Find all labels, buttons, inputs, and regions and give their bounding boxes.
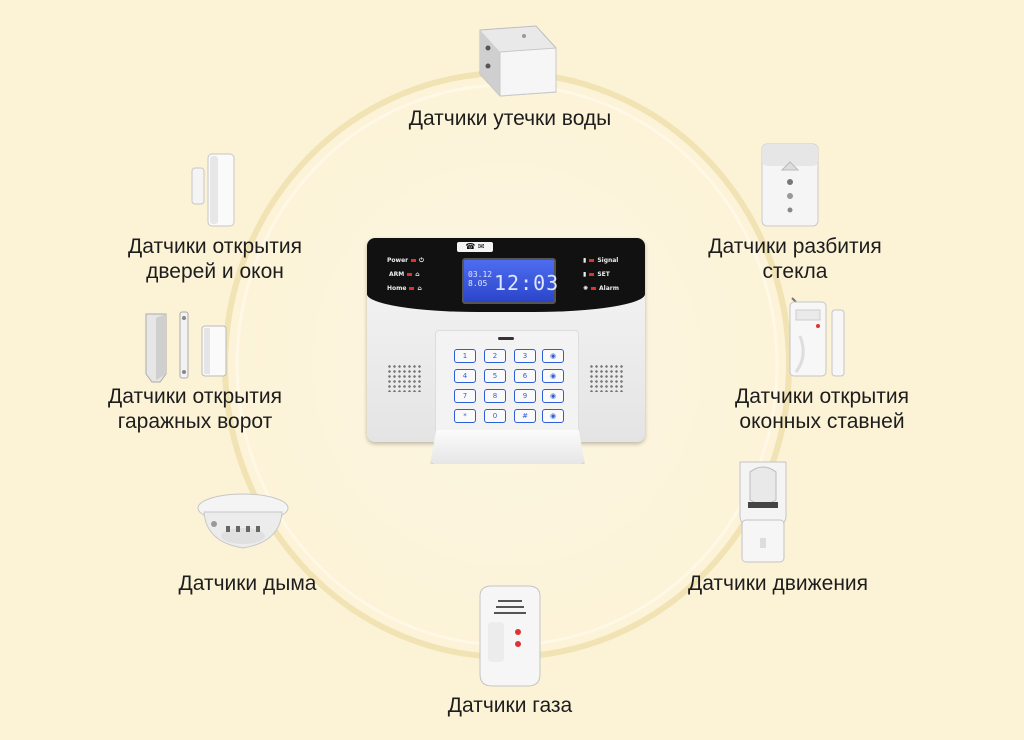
key-func-1[interactable]: ◉ <box>542 349 564 363</box>
label-water-leak: Датчики утечки воды <box>408 107 612 130</box>
key-2[interactable]: 2 <box>484 349 506 363</box>
key-5[interactable]: 5 <box>484 369 506 383</box>
panel-power-indicator: Power⏻ <box>387 257 424 264</box>
key-8[interactable]: 8 <box>484 389 506 403</box>
phone-mail-icons: ☎ ✉ <box>457 242 493 252</box>
label-glass-break: Датчики разбития стекла <box>708 235 882 283</box>
key-func-4[interactable]: ◉ <box>542 409 564 423</box>
label-gas: Датчики газа <box>447 694 573 717</box>
left-speaker-grille <box>387 364 421 392</box>
keypad: 1 2 3 ◉ 4 5 6 ◉ 7 8 9 ◉ * 0 # ◉ <box>435 330 579 436</box>
key-9[interactable]: 9 <box>514 389 536 403</box>
panel-arm-indicator: ARM⌂ <box>389 271 420 278</box>
key-0[interactable]: 0 <box>484 409 506 423</box>
panel-stand <box>430 430 585 464</box>
key-3[interactable]: 3 <box>514 349 536 363</box>
right-speaker-grille <box>589 364 623 392</box>
key-4[interactable]: 4 <box>454 369 476 383</box>
key-func-3[interactable]: ◉ <box>542 389 564 403</box>
key-6[interactable]: 6 <box>514 369 536 383</box>
label-smoke: Датчики дыма <box>178 572 317 595</box>
label-door-window: Датчики открытия дверей и окон <box>128 235 302 283</box>
key-1[interactable]: 1 <box>454 349 476 363</box>
garage-door-sensor-image <box>145 311 227 383</box>
panel-home-indicator: Home⌂ <box>387 285 422 292</box>
label-garage: Датчики открытия гаражных ворот <box>108 385 282 433</box>
lcd-time: 12:03 <box>494 271 560 295</box>
gas-sensor-image <box>479 585 541 687</box>
panel-set-indicator: ▮SET <box>583 271 610 278</box>
key-hash[interactable]: # <box>514 409 536 423</box>
label-motion: Датчики движения <box>687 572 869 595</box>
key-7[interactable]: 7 <box>454 389 476 403</box>
key-star[interactable]: * <box>454 409 476 423</box>
panel-signal-indicator: ▮Signal <box>583 257 619 264</box>
window-shutter-sensor-image <box>789 297 845 377</box>
water-leak-sensor-image <box>479 25 557 97</box>
panel-alarm-indicator: ✺Alarm <box>583 285 619 292</box>
glass-break-sensor-image <box>761 143 819 227</box>
door-window-sensor-image <box>191 153 235 227</box>
key-func-2[interactable]: ◉ <box>542 369 564 383</box>
smoke-detector-image <box>197 493 289 549</box>
label-shutters: Датчики открытия оконных ставней <box>735 385 909 433</box>
motion-sensor-image <box>739 461 787 563</box>
